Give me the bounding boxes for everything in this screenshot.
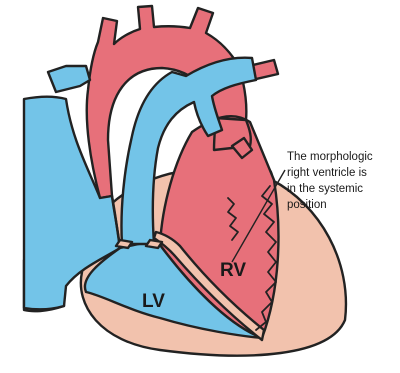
annotation-line-3: in the systemic — [287, 183, 363, 195]
annotation-line-1: The morphologic — [287, 151, 373, 163]
left-pulmonary-branch — [48, 66, 90, 92]
annotation-line-4: position — [287, 199, 327, 211]
lv-label: LV — [142, 291, 165, 312]
annotation-line-2: right ventricle is — [287, 167, 367, 179]
rv-label: RV — [220, 260, 246, 281]
